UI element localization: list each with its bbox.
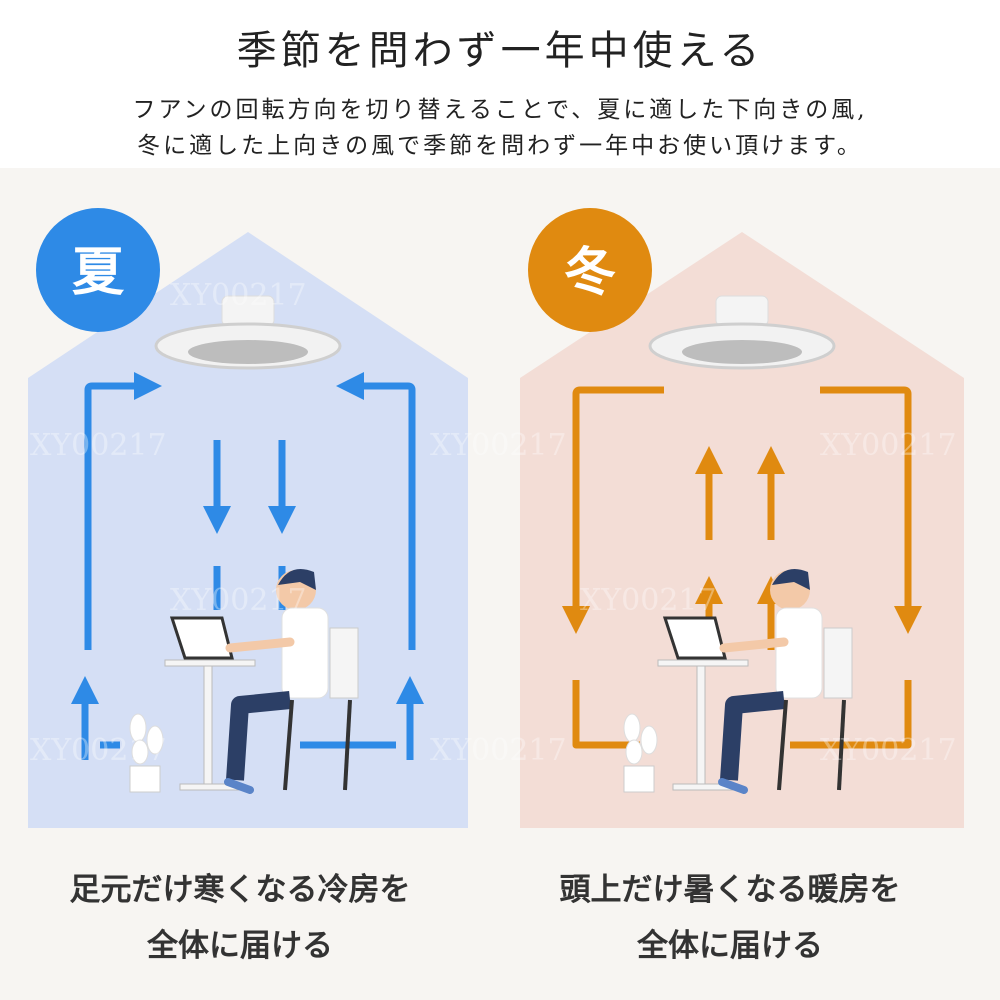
watermark-1: XY00217 (170, 278, 307, 313)
winter-caption: 頭上だけ暑くなる暖房を 全体に届ける (510, 862, 950, 974)
watermark-4: XY00217 (820, 428, 957, 463)
summer-season-badge: 夏 (36, 208, 160, 332)
summer-caption: 足元だけ寒くなる冷房を 全体に届ける (20, 862, 460, 974)
winter-arrow-right-down (820, 386, 922, 634)
subtitle-line-1: フアンの回転方向を切り替えることで、夏に適した下向きの風, (132, 97, 868, 123)
winter-house: 冬 (520, 208, 964, 828)
summer-caption-line-1: 足元だけ寒くなる冷房を (69, 872, 411, 908)
watermark-5: XY00217 (170, 583, 307, 618)
watermark-6: XY00217 (580, 583, 717, 618)
winter-arrow-left-down (562, 386, 664, 634)
watermark-3: XY00217 (430, 428, 567, 463)
winter-house-shape (520, 232, 964, 828)
page-title: 季節を問わず一年中使える (236, 28, 764, 74)
winter-badge-text: 冬 (564, 243, 616, 303)
summer-person-at-desk (164, 568, 359, 794)
winter-arrow-right-floor (790, 680, 912, 749)
subtitle-line-2: 冬に適した上向きの風で季節を問わず一年中お使い頂けます。 (137, 133, 863, 159)
summer-caption-line-2: 全体に届ける (147, 928, 333, 964)
winter-laptop-icon (662, 616, 727, 660)
winter-airflow-arrows (562, 386, 922, 749)
winter-arrow-left-floor (572, 680, 640, 749)
summer-laptop-icon (169, 616, 234, 660)
watermarks: XY00217 XY00217 XY00217 XY00217 XY00217 … (30, 278, 957, 768)
summer-arrow-left-up (84, 372, 162, 650)
summer-badge-text: 夏 (72, 243, 125, 303)
watermark-2: XY00217 (30, 428, 167, 463)
watermark-9: XY00217 (820, 733, 957, 768)
winter-caption-line-1: 頭上だけ暑くなる暖房を (559, 872, 901, 908)
winter-season-badge: 冬 (528, 208, 652, 332)
winter-person-at-desk (657, 568, 853, 794)
summer-airflow-arrows (71, 372, 424, 760)
page-subtitle: フアンの回転方向を切り替えることで、夏に適した下向きの風, 冬に適した上向きの風… (40, 92, 960, 164)
summer-plant-icon (129, 713, 164, 793)
winter-ceiling-fan-icon (648, 295, 836, 370)
watermark-7: XY00217 (30, 733, 167, 768)
summer-ceiling-fan-icon (154, 295, 342, 370)
summer-arrow-right-up (336, 372, 416, 650)
winter-caption-line-2: 全体に届ける (637, 928, 823, 964)
watermark-8: XY00217 (430, 733, 567, 768)
winter-plant-icon (623, 713, 658, 793)
summer-house: 夏 (28, 208, 468, 828)
